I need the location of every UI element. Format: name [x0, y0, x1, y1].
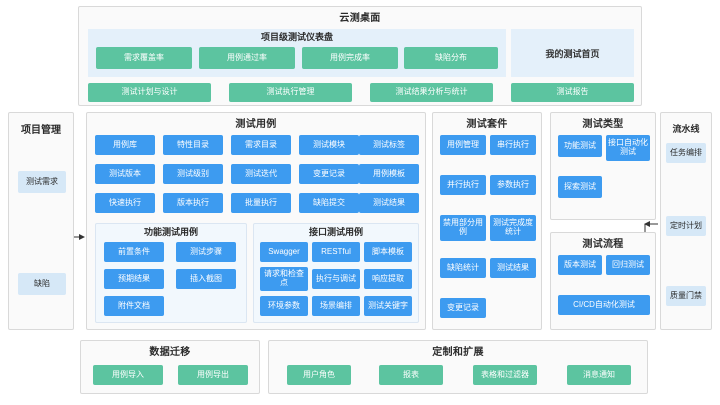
kpi-defect-distribution[interactable]: 缺陷分布: [404, 47, 498, 69]
data-migration-title: 数据迁移: [149, 347, 191, 358]
pipeline-panel: 流水线 任务编排 定时计划 质量门禁: [660, 112, 712, 330]
tc-case-library[interactable]: 用例库: [95, 135, 155, 155]
ts-test-result[interactable]: 测试结果: [490, 258, 536, 278]
pipeline-title: 流水线: [672, 124, 700, 134]
ts-defect-statistics[interactable]: 缺陷统计: [440, 258, 486, 278]
interface-test-cases-title: 接口测试用例: [308, 227, 363, 237]
ftc-attachment-document[interactable]: 附件文档: [104, 296, 164, 316]
test-cases-title: 测试用例: [235, 119, 277, 130]
tc-test-iteration[interactable]: 测试迭代: [231, 164, 291, 184]
ts-serial-execution[interactable]: 串行执行: [490, 135, 536, 155]
dashboard-band: 项目级测试仪表盘 需求覆盖率 用例通过率 用例完成率 缺陷分布: [88, 29, 506, 77]
cz-message-notification[interactable]: 消息通知: [567, 365, 631, 385]
ts-completion-statistics[interactable]: 测试完成度统计: [490, 215, 536, 241]
tc-defect-submission[interactable]: 缺陷提交: [299, 193, 359, 213]
tc-test-version[interactable]: 测试版本: [95, 164, 155, 184]
ftc-test-steps[interactable]: 测试步骤: [176, 242, 236, 262]
action-test-plan-design[interactable]: 测试计划与设计: [88, 83, 211, 102]
action-test-execution-management[interactable]: 测试执行管理: [229, 83, 352, 102]
customization-title: 定制和扩展: [432, 347, 484, 358]
my-test-home-label: 我的测试首页: [545, 48, 600, 59]
kpi-requirement-coverage[interactable]: 需求覆盖率: [96, 47, 192, 69]
ts-parameter-execution[interactable]: 参数执行: [490, 175, 536, 195]
project-management-title: 项目管理: [21, 125, 61, 136]
test-flow-title: 测试流程: [582, 239, 624, 250]
tf-version-test[interactable]: 版本测试: [558, 255, 602, 275]
tf-regression-test[interactable]: 回归测试: [606, 255, 650, 275]
test-flow-panel: 测试流程 版本测试 回归测试 CI/CD自动化测试: [550, 232, 656, 330]
itc-restful[interactable]: RESTful: [312, 242, 360, 262]
functional-test-cases-title: 功能测试用例: [143, 227, 198, 237]
test-type-title: 测试类型: [582, 119, 624, 130]
itc-execute-and-debug[interactable]: 执行与调试: [312, 269, 360, 289]
tc-test-tag[interactable]: 测试标签: [359, 135, 419, 155]
tc-test-module[interactable]: 测试模块: [299, 135, 359, 155]
test-suite-title: 测试套件: [466, 119, 508, 130]
dm-case-export[interactable]: 用例导出: [178, 365, 248, 385]
tc-batch-execution[interactable]: 批量执行: [231, 193, 291, 213]
tc-test-result[interactable]: 测试结果: [359, 193, 419, 213]
cz-report[interactable]: 报表: [379, 365, 443, 385]
data-migration-panel: 数据迁移 用例导入 用例导出: [80, 340, 260, 394]
cz-table-and-filter[interactable]: 表格和过滤器: [473, 365, 537, 385]
ts-parallel-execution[interactable]: 并行执行: [440, 175, 486, 195]
interface-test-cases-subpanel: 接口测试用例 Swagger RESTful 脚本模板 请求和检查点 执行与调试…: [253, 223, 419, 323]
ftc-insert-screenshot[interactable]: 插入截图: [176, 269, 236, 289]
customization-panel: 定制和扩展 用户角色 报表 表格和过滤器 消息通知: [268, 340, 648, 394]
tc-requirement-catalog[interactable]: 需求目录: [231, 135, 291, 155]
project-item-test-requirement[interactable]: 测试需求: [18, 171, 66, 193]
pl-scheduled-plan[interactable]: 定时计划: [666, 216, 706, 236]
tc-change-record[interactable]: 变更记录: [299, 164, 359, 184]
kpi-case-completion-rate[interactable]: 用例完成率: [302, 47, 398, 69]
itc-request-and-checkpoint[interactable]: 请求和检查点: [260, 267, 308, 291]
tt-interface-automation-test[interactable]: 接口自动化测试: [606, 135, 650, 161]
tc-feature-catalog[interactable]: 特性目录: [163, 135, 223, 155]
tc-case-template[interactable]: 用例模板: [359, 164, 419, 184]
tt-functional-test[interactable]: 功能测试: [558, 135, 602, 157]
project-item-defect[interactable]: 缺陷: [18, 273, 66, 295]
itc-test-keyword[interactable]: 测试关键字: [364, 296, 412, 316]
action-test-result-analysis[interactable]: 测试结果分析与统计: [370, 83, 493, 102]
project-management-panel: 项目管理 测试需求 缺陷: [8, 112, 74, 330]
itc-script-template[interactable]: 脚本模板: [364, 242, 412, 262]
page-title: 云测桌面: [339, 13, 381, 24]
pl-task-orchestration[interactable]: 任务编排: [666, 143, 706, 163]
test-suite-panel: 测试套件 用例管理 串行执行 并行执行 参数执行 禁用部分用例 测试完成度统计 …: [432, 112, 542, 330]
dashboard-title: 项目级测试仪表盘: [260, 32, 333, 42]
kpi-case-pass-rate[interactable]: 用例通过率: [199, 47, 295, 69]
test-cases-panel: 测试用例 用例库 特性目录 需求目录 测试模块 测试标签 测试版本 测试级别 测…: [86, 112, 426, 330]
cz-user-role[interactable]: 用户角色: [287, 365, 351, 385]
tt-exploratory-test[interactable]: 探索测试: [558, 176, 602, 198]
tc-version-execution[interactable]: 版本执行: [163, 193, 223, 213]
ts-disable-partial-cases[interactable]: 禁用部分用例: [440, 215, 486, 241]
tc-test-level[interactable]: 测试级别: [163, 164, 223, 184]
tc-quick-execution[interactable]: 快速执行: [95, 193, 155, 213]
functional-test-cases-subpanel: 功能测试用例 前置条件 测试步骤 预期结果 插入截图 附件文档: [95, 223, 247, 323]
test-type-panel: 测试类型 功能测试 接口自动化测试 探索测试: [550, 112, 656, 220]
ts-case-management[interactable]: 用例管理: [440, 135, 486, 155]
itc-swagger[interactable]: Swagger: [260, 242, 308, 262]
itc-response-extraction[interactable]: 响应提取: [364, 269, 412, 289]
ftc-precondition[interactable]: 前置条件: [104, 242, 164, 262]
action-test-report[interactable]: 测试报告: [511, 83, 634, 102]
ftc-expected-result[interactable]: 预期结果: [104, 269, 164, 289]
my-test-home-panel[interactable]: 我的测试首页: [511, 29, 634, 77]
itc-scenario-orchestration[interactable]: 场景编排: [312, 296, 360, 316]
dm-case-import[interactable]: 用例导入: [93, 365, 163, 385]
tf-cicd-automation-test[interactable]: CI/CD自动化测试: [558, 295, 650, 315]
cloud-test-desktop-panel: 云测桌面 项目级测试仪表盘 需求覆盖率 用例通过率 用例完成率 缺陷分布 我的测…: [78, 6, 642, 106]
itc-environment-parameters[interactable]: 环境参数: [260, 296, 308, 316]
pl-quality-gate[interactable]: 质量门禁: [666, 286, 706, 306]
ts-change-record[interactable]: 变更记录: [440, 298, 486, 318]
